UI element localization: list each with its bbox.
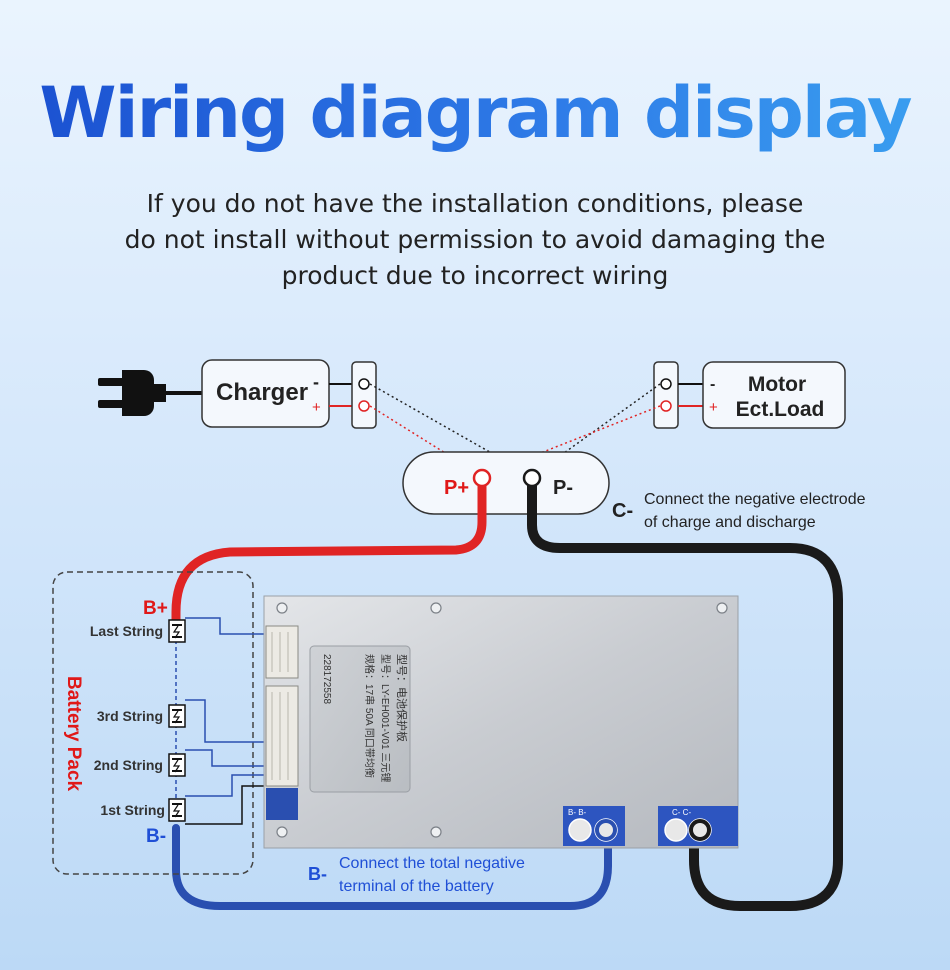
load-plus-sign: + xyxy=(709,399,718,416)
load-label-line2: Ect.Load xyxy=(736,398,825,421)
board-label-line-3: 规格：17串 50A 同口带均衡 xyxy=(363,654,376,778)
c-minus-desc-line2: of charge and discharge xyxy=(644,514,816,531)
c-minus-wire-ring xyxy=(689,819,711,841)
charger-terminal xyxy=(351,361,377,429)
battery-cell-3rd xyxy=(168,704,186,728)
charger-plus-terminal xyxy=(358,400,370,412)
subtitle-line-1: If you do not have the installation cond… xyxy=(146,189,804,218)
charger-label: Charger xyxy=(216,379,308,406)
b-minus-label: B- xyxy=(146,826,166,847)
board-label-sticker xyxy=(309,645,411,793)
battery-pack-title: Battery Pack xyxy=(63,676,84,792)
red-power-wire xyxy=(171,475,487,635)
charger-minus-terminal xyxy=(358,378,370,390)
power-plug-icon xyxy=(98,370,205,416)
blue-battery-negative-wire xyxy=(172,824,612,910)
load-minus-sign: - xyxy=(710,376,715,393)
output-capsule xyxy=(402,451,610,515)
c-terminal-label: C- C- xyxy=(672,808,691,817)
board-label-text: 型号：电池保护板 型号：LY-EH001-V01 三元锂 规格：17串 50A … xyxy=(321,654,409,782)
b-minus-note-label: B- xyxy=(308,864,327,884)
p-minus-ring xyxy=(522,468,542,488)
battery-pack-outline xyxy=(52,571,254,875)
charger-plus-sign: + xyxy=(312,399,321,416)
battery-cell-1st xyxy=(168,798,186,822)
charger-minus-sign: - xyxy=(313,372,319,392)
warning-subtitle: If you do not have the installation cond… xyxy=(95,186,855,294)
b-terminal-label: B- B- xyxy=(568,808,587,817)
battery-cell-2nd xyxy=(168,753,186,777)
subtitle-line-3: product due to incorrect wiring xyxy=(281,261,669,290)
p-minus-label: P- xyxy=(553,477,573,499)
page-title: Wiring diagram display xyxy=(0,72,950,154)
load-plus-terminal xyxy=(660,400,672,412)
load-terminal xyxy=(653,361,679,429)
p-plus-label: P+ xyxy=(444,477,469,499)
b-minus-wire-ring xyxy=(595,819,617,841)
b-plus-label: B+ xyxy=(143,598,168,619)
black-negative-wire xyxy=(527,475,843,911)
balance-connector xyxy=(265,625,299,820)
string-label-2nd: 2nd String xyxy=(94,757,163,773)
load-minus-terminal xyxy=(660,378,672,390)
charger-box xyxy=(201,359,330,428)
string-label-1st: 1st String xyxy=(100,802,165,818)
board-label-line-1: 型号：电池保护板 xyxy=(395,654,409,742)
p-plus-ring xyxy=(472,468,492,488)
b-minus-note-line2: terminal of the battery xyxy=(339,878,494,895)
balance-lead-wires xyxy=(185,617,268,825)
subtitle-line-2: do not install without permission to avo… xyxy=(124,225,826,254)
battery-cell-last xyxy=(168,619,186,643)
string-label-3rd: 3rd String xyxy=(97,708,163,724)
load-box xyxy=(702,361,846,429)
board-label-line-4: 228172558 xyxy=(321,654,332,704)
c-minus-label: C- xyxy=(612,500,633,522)
board-label-line-2: 型号：LY-EH001-V01 三元锂 xyxy=(379,654,392,782)
load-label-line1: Motor xyxy=(748,373,806,396)
c-minus-desc-line1: Connect the negative electrode xyxy=(644,491,866,508)
b-minus-note-line1: Connect the total negative xyxy=(339,855,525,872)
string-label-last: Last String xyxy=(90,623,163,639)
